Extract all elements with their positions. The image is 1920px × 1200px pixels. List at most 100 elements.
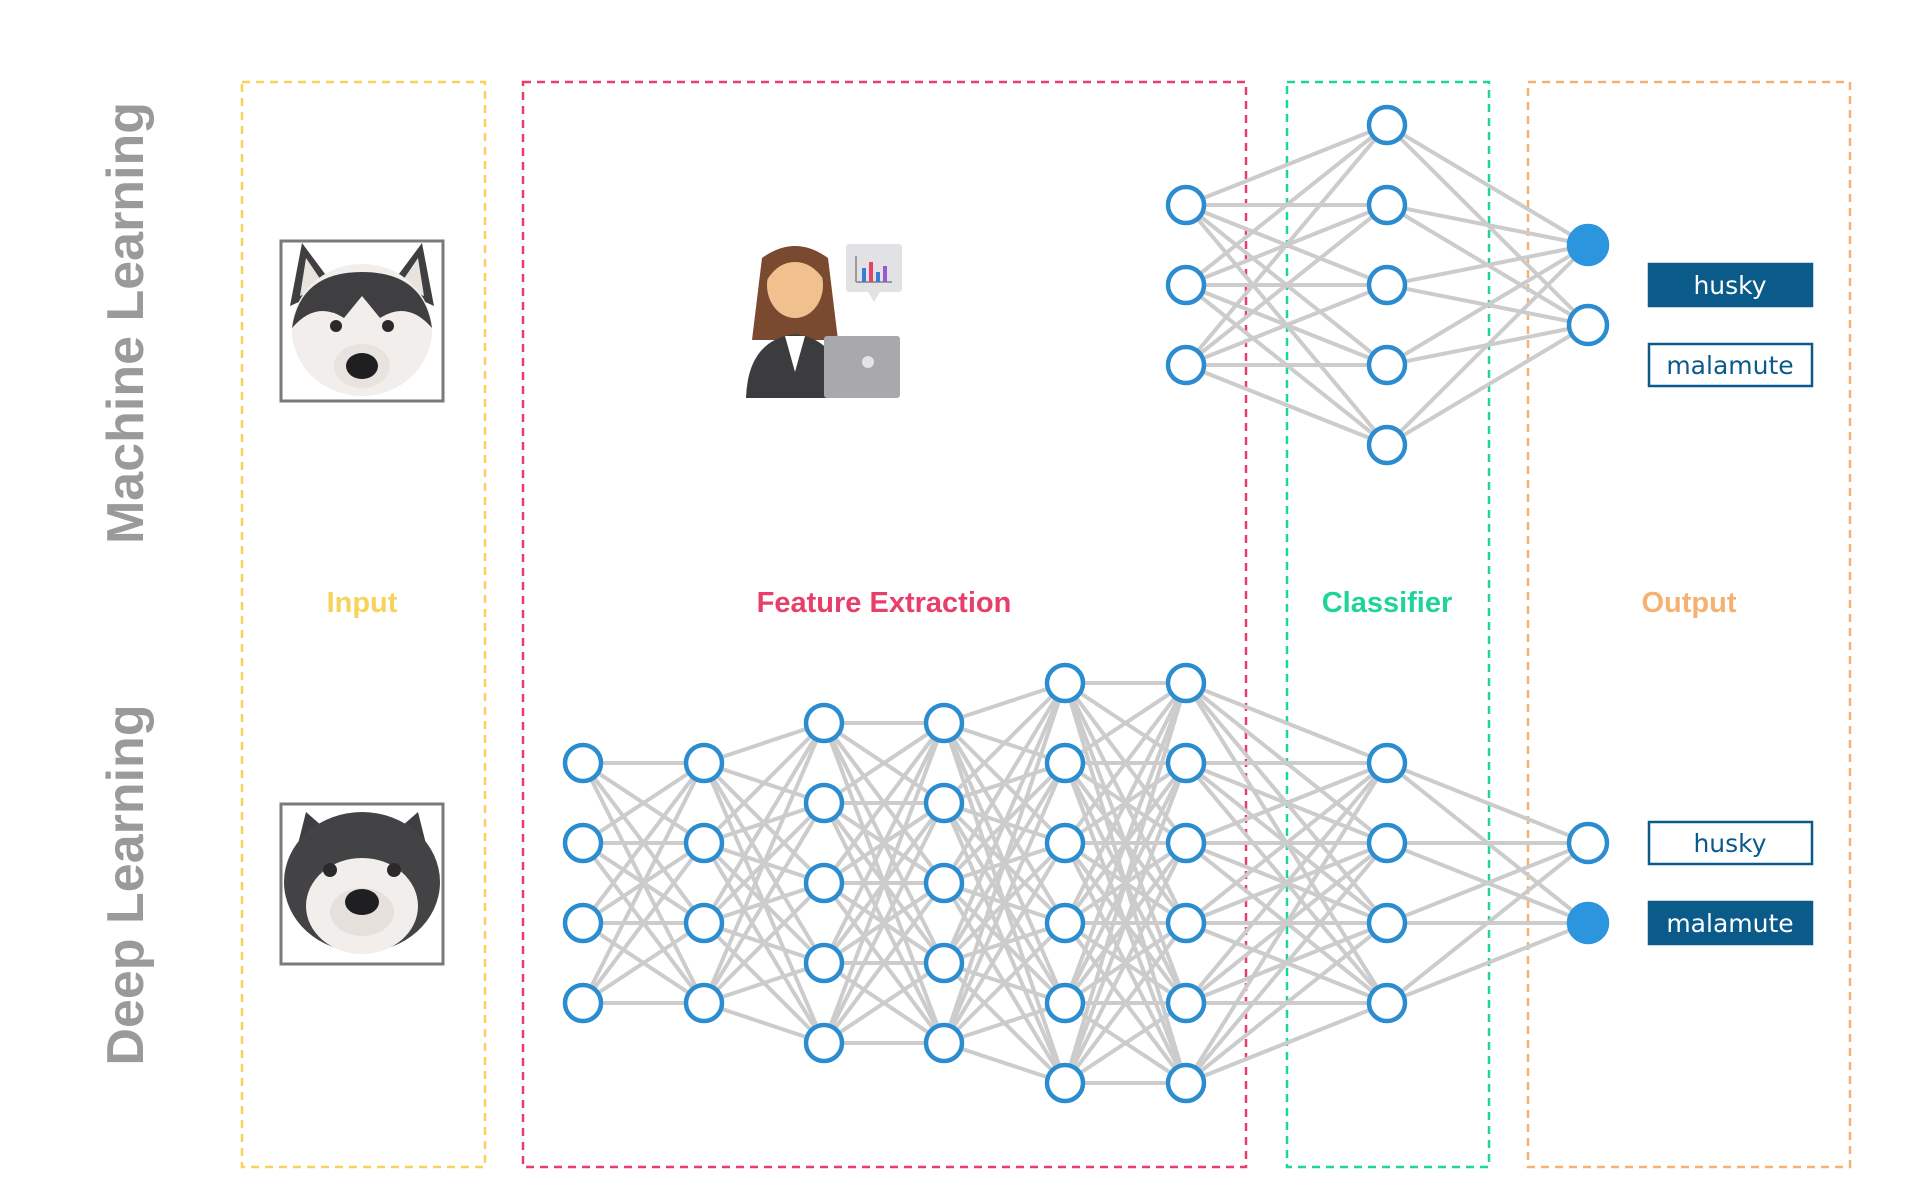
dl-network-node <box>1366 742 1408 784</box>
ml-network-node <box>1165 184 1207 226</box>
ml-edge <box>1386 203 1589 247</box>
ml-edge <box>1185 283 1388 367</box>
dl-edge <box>1184 841 1389 1085</box>
dl-edge <box>942 681 1067 885</box>
dl-network-node <box>1366 982 1408 1024</box>
dl-network-node <box>1044 902 1086 944</box>
ml-edge <box>1184 123 1389 287</box>
dl-edge <box>1063 682 1188 1004</box>
dl-edge <box>942 682 1067 964</box>
dl-network-node <box>1366 902 1408 944</box>
dl-edge <box>1184 761 1389 1085</box>
dl-network-node <box>683 902 725 944</box>
dl-network-edges <box>581 681 1590 1085</box>
dl-edge <box>702 721 826 925</box>
dl-edge <box>1184 761 1389 925</box>
dl-edge <box>703 1001 825 1045</box>
dl-edge <box>1063 921 1188 1085</box>
dl-edge <box>1063 682 1188 1084</box>
dl-network-node <box>1044 662 1086 704</box>
data-scientist-icon <box>746 244 902 398</box>
dl-network-node <box>1044 822 1086 864</box>
dl-edge <box>581 841 706 1005</box>
dl-network-node <box>1366 822 1408 864</box>
ml-output-malamute: malamute <box>1647 342 1814 388</box>
dl-edge <box>943 1041 1066 1085</box>
dl-network-node <box>683 742 725 784</box>
dl-edge <box>822 961 946 1045</box>
dl-network-node <box>1165 902 1207 944</box>
dl-network-node <box>1044 1062 1086 1104</box>
ml-network-node <box>1366 344 1408 386</box>
dl-edge <box>822 721 946 805</box>
dl-edge <box>1063 842 1188 1084</box>
dl-edge <box>942 841 1067 1045</box>
dl-network-node <box>1165 742 1207 784</box>
malamute-face-icon <box>279 802 445 966</box>
dl-edge <box>1386 841 1589 925</box>
dl-edge <box>1184 921 1389 1085</box>
dl-network-node <box>803 782 845 824</box>
dl-network-node <box>1044 742 1086 784</box>
dl-edge <box>702 721 826 845</box>
dl-output-node <box>1566 901 1610 945</box>
ml-edge <box>1184 123 1389 367</box>
dl-network-nodes <box>562 662 1610 1104</box>
dl-edge <box>943 681 1066 725</box>
dl-network-node <box>1165 982 1207 1024</box>
ml-edge <box>1184 203 1389 367</box>
ml-output-malamute-label: malamute <box>1666 351 1793 380</box>
dl-network-node <box>803 942 845 984</box>
dl-edge <box>1185 681 1388 765</box>
dl-edge <box>942 921 1067 1045</box>
section-label-classifier: Classifier <box>1322 587 1453 619</box>
dl-edge <box>822 881 946 1045</box>
dl-edge <box>822 722 946 1044</box>
dl-edge <box>703 721 825 765</box>
section-box-input <box>240 80 487 1169</box>
dl-network-node <box>562 742 604 784</box>
ml-network-node <box>1366 184 1408 226</box>
dl-network-node <box>803 862 845 904</box>
dl-network-node <box>923 782 965 824</box>
dl-network-node <box>923 942 965 984</box>
dl-edge <box>822 722 946 964</box>
ml-network-node <box>1165 344 1207 386</box>
row-label-deep-learning: Deep Learning <box>97 704 155 1065</box>
section-box-output <box>1526 80 1852 1169</box>
ml-network-node <box>1366 424 1408 466</box>
dl-edge <box>1386 921 1589 1005</box>
dl-network-node <box>1044 982 1086 1024</box>
ml-edge <box>1386 243 1589 287</box>
ml-network-node <box>1366 264 1408 306</box>
ml-output-node <box>1566 223 1610 267</box>
dl-edge <box>1063 1001 1188 1085</box>
dl-edge <box>942 762 1067 1044</box>
dl-network-node <box>683 822 725 864</box>
dl-edge <box>703 961 825 1005</box>
dl-output-malamute: malamute <box>1647 900 1814 946</box>
dl-network-node <box>1165 1062 1207 1104</box>
dl-edge <box>1385 841 1590 1005</box>
ml-network-node <box>1366 104 1408 146</box>
dl-network-node <box>923 702 965 744</box>
dl-output-husky: husky <box>1647 820 1814 866</box>
ml-output-node <box>1566 303 1610 347</box>
dl-edge <box>1185 1001 1388 1085</box>
dl-edge <box>1386 761 1589 845</box>
dl-network-node <box>562 822 604 864</box>
dl-edge <box>1063 682 1188 924</box>
ml-network-edges <box>1184 123 1590 447</box>
dl-output-node <box>1566 821 1610 865</box>
dl-output-malamute-label: malamute <box>1666 909 1793 938</box>
dl-edge <box>581 761 706 925</box>
ml-network-node <box>1165 264 1207 306</box>
dl-edge <box>702 801 826 1005</box>
dl-edge <box>1063 681 1188 765</box>
dl-edge <box>1184 761 1389 1005</box>
section-label-output: Output <box>1641 587 1736 619</box>
ml-edge <box>1385 243 1590 447</box>
ml-network-nodes <box>1165 104 1610 466</box>
dl-edge <box>822 802 946 1044</box>
dl-network-node <box>803 1022 845 1064</box>
